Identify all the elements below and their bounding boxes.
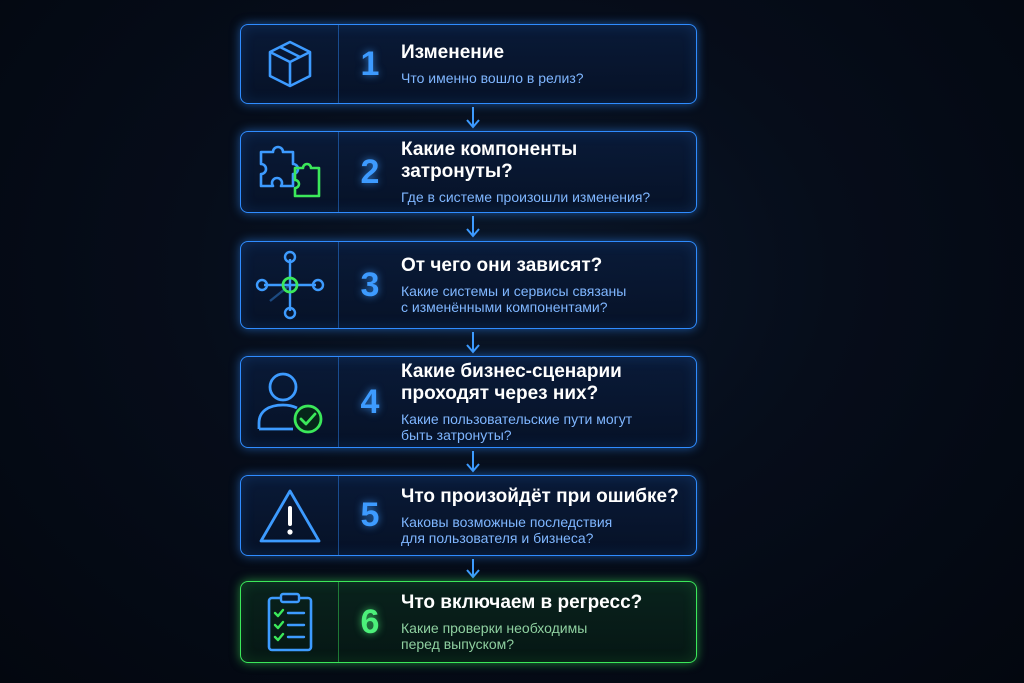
- step-number: 5: [360, 496, 380, 534]
- step-title: От чего они зависят?: [401, 255, 603, 276]
- step-2: 2 Какие компоненты затронуты? Где в сист…: [240, 131, 697, 213]
- step-6-icon-cell: [241, 582, 339, 662]
- step-6: 6 Что включаем в регресс? Какие проверки…: [240, 581, 697, 663]
- step-subtitle: Каковы возможные последствия для пользов…: [401, 513, 613, 546]
- step-number: 4: [360, 382, 380, 421]
- step-1: 1 Изменение Что именно вошло в релиз?: [240, 24, 697, 104]
- step-number: 6: [360, 602, 380, 641]
- box-icon: [268, 40, 311, 88]
- step-number: 1: [360, 44, 380, 83]
- step-title: Какие компоненты затронуты?: [401, 139, 578, 182]
- step-title: Какие бизнес-сценарии проходят через них…: [401, 361, 622, 404]
- step-3-icon-cell: [241, 242, 339, 328]
- step-title: Изменение: [401, 42, 505, 63]
- step-title: Что произойдёт при ошибке?: [401, 485, 679, 507]
- arrow-down-icon: [466, 451, 480, 473]
- arrow-down-icon: [466, 216, 480, 238]
- network-icon: [255, 250, 324, 320]
- step-2-icon-cell: [241, 132, 339, 212]
- step-4: 4 Какие бизнес-сценарии проходят через н…: [240, 356, 697, 448]
- step-4-icon-cell: [241, 357, 339, 447]
- step-3: 3 От чего они зависят? Какие системы и с…: [240, 241, 697, 329]
- arrow-down-icon: [466, 107, 480, 129]
- warning-icon: [259, 489, 320, 542]
- puzzle-icon: [259, 145, 320, 198]
- step-title: Что включаем в регресс?: [401, 592, 643, 613]
- step-subtitle: Где в системе произошли изменения?: [401, 189, 651, 205]
- arrow-down-icon: [466, 332, 480, 354]
- step-number: 3: [360, 265, 380, 304]
- checklist-icon: [267, 592, 312, 652]
- step-1-icon-cell: [241, 25, 339, 103]
- step-subtitle: Какие пользовательские пути могут быть з…: [401, 411, 633, 443]
- step-5: 5 Что произойдёт при ошибке? Каковы возм…: [240, 475, 697, 556]
- step-subtitle: Какие проверки необходимы перед выпуском…: [401, 620, 588, 652]
- step-number: 2: [360, 152, 380, 191]
- step-5-icon-cell: [241, 476, 339, 555]
- user-check-icon: [257, 372, 322, 434]
- step-subtitle: Какие системы и сервисы связаны с изменё…: [401, 283, 627, 315]
- step-subtitle: Что именно вошло в релиз?: [401, 70, 584, 86]
- arrow-down-icon: [466, 559, 480, 579]
